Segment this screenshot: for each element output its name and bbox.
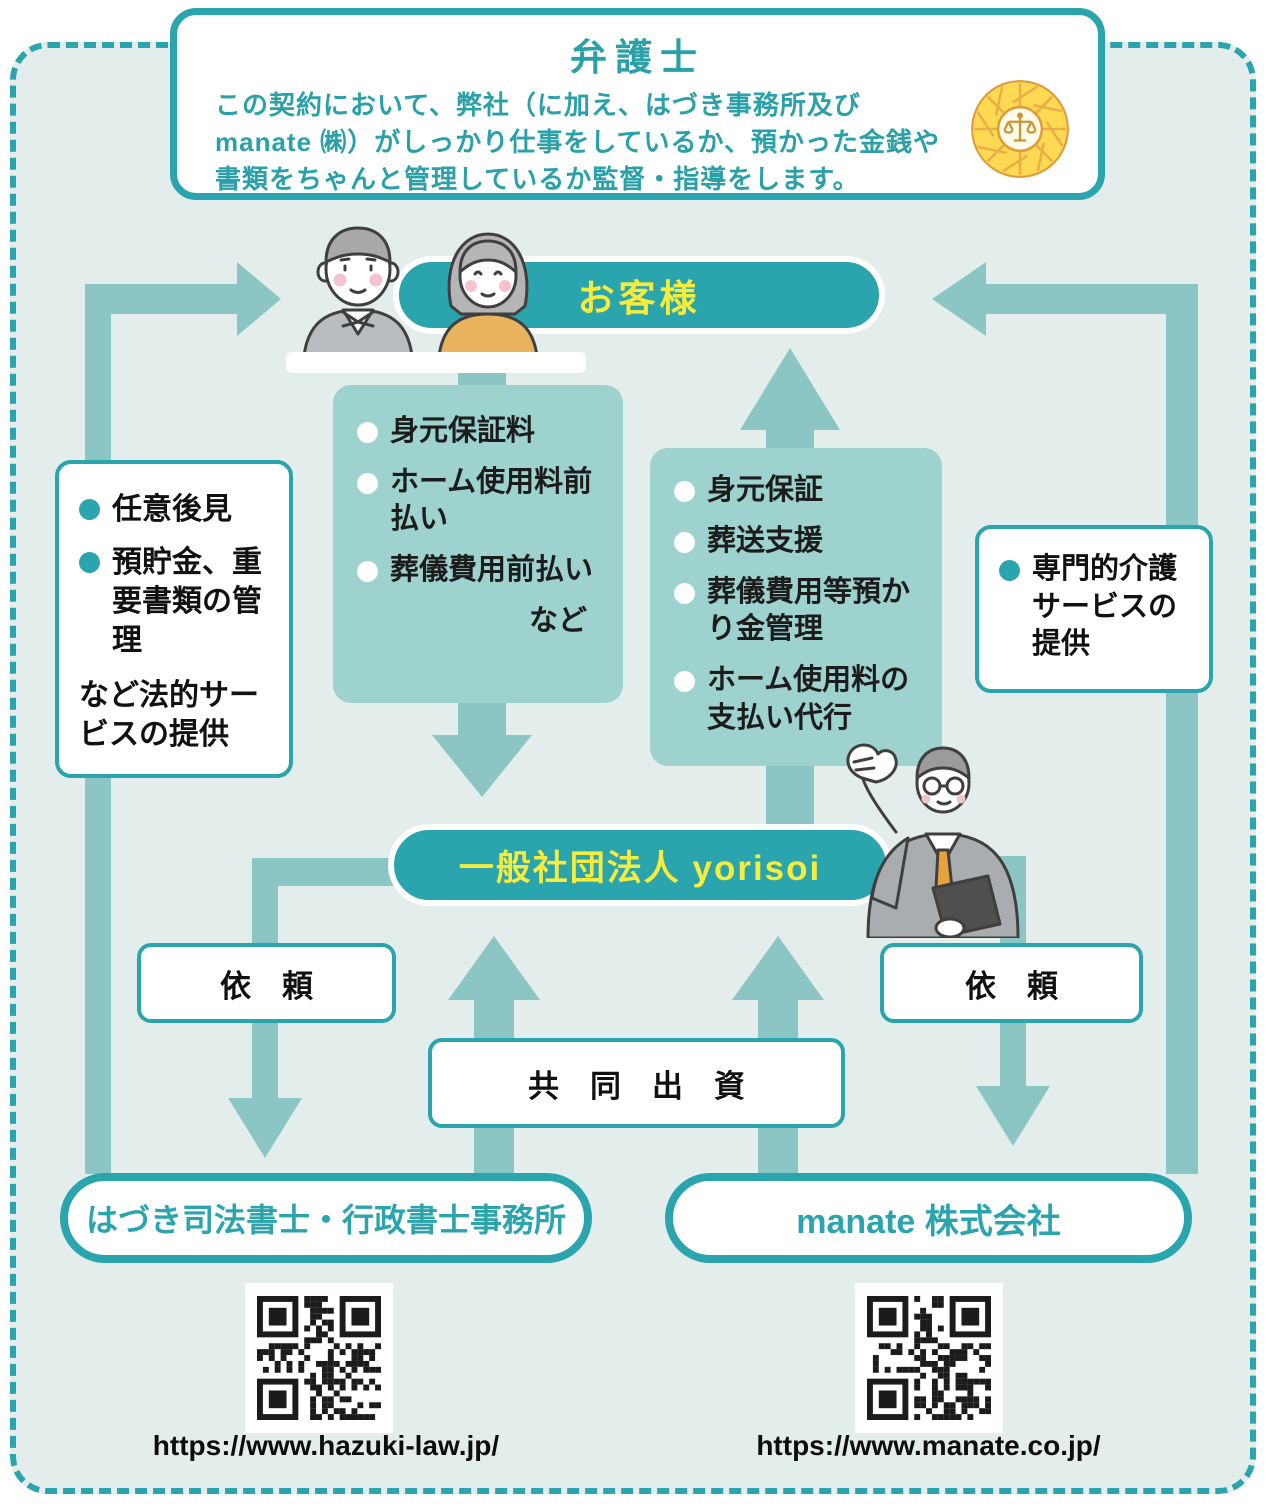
illustration-crop-band <box>286 352 586 373</box>
bullet-icon <box>79 499 100 520</box>
yorisoi-label: 一般社団法人 yorisoi <box>458 848 822 888</box>
service-item: 身元保証 <box>707 474 824 506</box>
fee-item: ホーム使用料前払い <box>390 466 593 536</box>
manate-qr-code <box>855 1283 1003 1433</box>
legal-item: 預貯金、重要書類の管理 <box>112 546 262 657</box>
qr-code-icon <box>867 1296 991 1420</box>
lawyer-title: 弁護士 <box>570 37 705 78</box>
hazuki-qr-code <box>245 1283 393 1433</box>
fee-item: 葬儀費用前払い <box>390 554 594 587</box>
service-item: 葬送支援 <box>707 525 824 558</box>
arrow-segment <box>985 284 1198 314</box>
service-item: 葬儀費用等預かり金管理 <box>707 576 911 646</box>
lawyer-description: この契約において、弊社（に加え、はづき事務所及び manate ㈱）がしっかり仕… <box>215 90 940 194</box>
fee-item: 身元保証料 <box>390 415 536 447</box>
lawyer-scales-badge-icon <box>971 80 1069 178</box>
legal-item: 任意後見 <box>112 493 232 526</box>
qr-code-icon <box>257 1296 381 1420</box>
yorisoi-pill: 一般社団法人 yorisoi <box>388 824 892 906</box>
bullet-icon <box>674 532 695 554</box>
request-left-label: 依 頼 <box>220 968 313 1004</box>
request-right-box: 依 頼 <box>880 943 1143 1023</box>
bullet-icon <box>357 422 378 443</box>
hazuki-office-label: はづき司法書士・行政書士事務所 <box>85 1202 566 1238</box>
manate-company-label: manate 株式会社 <box>796 1202 1061 1241</box>
joint-funding-label: 共 同 出 資 <box>528 1068 745 1104</box>
care-item: 専門的介護サービスの提供 <box>1032 553 1178 661</box>
manate-company-pill: manate 株式会社 <box>665 1173 1192 1263</box>
services-box: 身元保証 葬送支援 葬儀費用等預かり金管理 ホーム使用料の支払い代行 <box>650 448 942 766</box>
bullet-icon <box>999 560 1020 581</box>
arrow-segment <box>85 284 237 314</box>
customer-label: お客様 <box>577 278 701 319</box>
request-right-label: 依 頼 <box>965 968 1058 1004</box>
arrow-segment <box>1166 284 1198 1174</box>
fees-etc: など <box>528 605 587 638</box>
bullet-icon <box>674 583 695 605</box>
businessman-illustration-icon <box>846 743 1020 938</box>
bullet-icon <box>79 552 100 573</box>
elderly-couple-illustration-icon <box>301 226 540 372</box>
joint-funding-box: 共 同 出 資 <box>428 1038 845 1128</box>
hazuki-office-pill: はづき司法書士・行政書士事務所 <box>60 1173 592 1263</box>
service-item: ホーム使用料の支払い代行 <box>707 664 910 734</box>
care-box: 専門的介護サービスの提供 <box>975 525 1213 693</box>
hazuki-url[interactable]: https://www.hazuki-law.jp/ <box>152 1430 500 1461</box>
legal-footer: など法的サービスの提供 <box>79 679 259 751</box>
bullet-icon <box>674 671 695 693</box>
bullet-icon <box>674 481 695 502</box>
fees-box: 身元保証料 ホーム使用料前払い 葬儀費用前払い など <box>333 385 623 703</box>
bullet-icon <box>357 473 378 495</box>
manate-url[interactable]: https://www.manate.co.jp/ <box>756 1430 1101 1461</box>
bullet-icon <box>357 561 378 583</box>
legal-services-box: 任意後見 預貯金、重要書類の管理 など法的サービスの提供 <box>55 460 293 778</box>
request-left-box: 依 頼 <box>137 943 396 1023</box>
lawyer-supervision-box: 弁護士 この契約において、弊社（に加え、はづき事務所及び manate ㈱）がし… <box>170 8 1105 200</box>
